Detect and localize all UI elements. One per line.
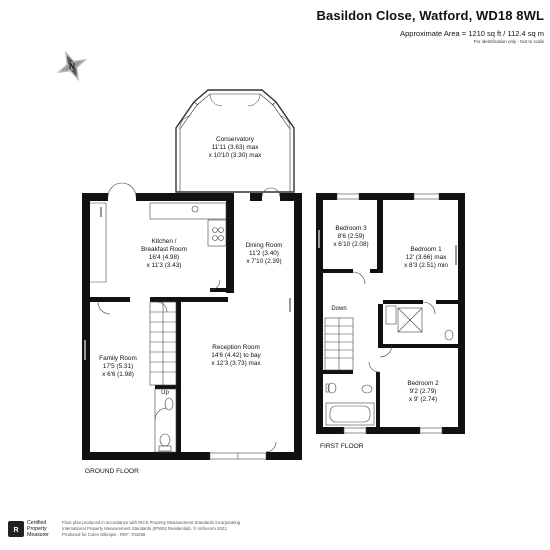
bedroom2-dim1: 9'2 (2.79) [410, 388, 437, 395]
kitchen-name-1: Kitchen / [152, 238, 177, 245]
stairs-down-label: Down [331, 306, 346, 312]
bedroom1-name: Bedroom 1 [410, 246, 442, 253]
reception-dim2: x 12'3 (3.73) max [211, 360, 261, 367]
dining-dim1: 11'2 (3.40) [249, 250, 279, 257]
first-floor-label: FIRST FLOOR [320, 443, 364, 450]
badge-line-2: Property [27, 526, 47, 532]
footer-line-3: Produced for Coles Gillespie . REF: 7042… [62, 532, 146, 538]
reception-dim1: 14'6 (4.42) to bay [211, 352, 261, 359]
rics-badge: R Certified Property Measurer [8, 518, 62, 542]
footer-line-1: Floor plan produced in accordance with R… [62, 520, 241, 525]
footer-notes: Floor plan produced in accordance with R… [62, 520, 292, 539]
ground-floor-label: GROUND FLOOR [85, 468, 139, 475]
room-labels: Conservatory 11'11 (3.63) max x 10'10 (3… [99, 136, 448, 403]
conservatory-dim2: x 10'10 (3.30) max [209, 152, 263, 159]
conservatory-dim1: 11'11 (3.63) max [212, 144, 260, 151]
badge-text: Certified Property Measurer [27, 520, 49, 538]
bedroom3-dim2: x 6'10 (2.08) [333, 241, 368, 248]
kitchen-name-2: Breakfast Room [141, 246, 187, 253]
dining-name: Dining Room [246, 242, 283, 249]
floor-labels: GROUND FLOOR FIRST FLOOR [85, 443, 364, 475]
kitchen-dim1: 16'4 (4.98) [149, 254, 179, 261]
page-title: Basildon Close, Watford, WD18 8WL [316, 8, 544, 23]
conservatory [175, 89, 295, 193]
svg-text:R: R [13, 527, 18, 534]
compass-icon: N [56, 50, 88, 82]
bedroom1-dim1: 12' (3.66) max [406, 254, 447, 261]
ground-floor-fixtures [84, 182, 291, 460]
reception-name: Reception Room [212, 344, 260, 351]
stairs-up-label: Up [161, 390, 169, 396]
badge-line-1: Certified [27, 520, 47, 526]
compass-letter: N [69, 62, 75, 71]
bedroom3-dim1: 8'6 (2.59) [338, 233, 365, 240]
ground-floor-walls [82, 193, 302, 460]
first-floor-walls [316, 193, 465, 434]
conservatory-name: Conservatory [216, 136, 255, 143]
bedroom1-dim2: x 8'3 (2.51) min [404, 262, 448, 269]
approximate-area: Approximate Area = 1210 sq ft / 112.4 sq… [400, 29, 544, 38]
bedroom2-name: Bedroom 2 [407, 380, 439, 387]
badge-line-3: Measurer [27, 532, 49, 538]
family-name: Family Room [99, 355, 137, 362]
dining-dim2: x 7'10 (2.39) [246, 258, 281, 265]
rics-logo-icon: R [8, 521, 24, 537]
family-dim2: x 6'6 (1.98) [102, 371, 134, 378]
first-floor-fixtures [318, 193, 457, 434]
bedroom2-dim2: x 9' (2.74) [409, 396, 437, 403]
footer-line-2: International Property Measurement Stand… [62, 526, 228, 532]
identification-note: For identification only - Not to scale [473, 39, 544, 44]
family-dim1: 17'5 (5.31) [103, 363, 133, 370]
kitchen-dim2: x 11'3 (3.43) [147, 262, 182, 269]
bedroom3-name: Bedroom 3 [335, 225, 367, 232]
